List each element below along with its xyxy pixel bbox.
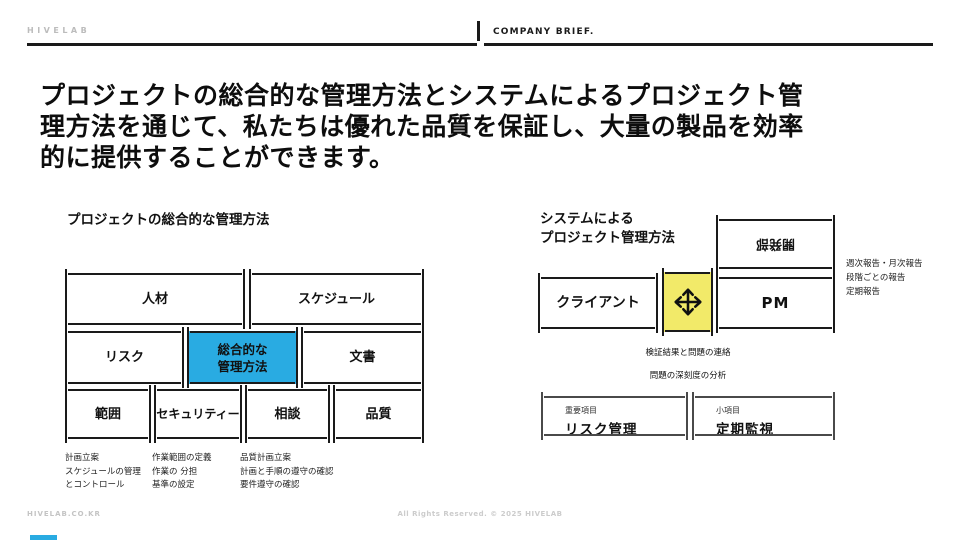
box-quality: 品質: [333, 385, 424, 443]
box-periodic-monitoring-label: 定期監視: [716, 422, 774, 438]
company-logo: HIVELAB: [27, 26, 91, 35]
box-client-label: クライアント: [556, 294, 640, 311]
box-schedule: スケジュール: [249, 269, 424, 329]
footer-domain: HIVELAB.CO.KR: [27, 510, 101, 518]
header-rule-right: [484, 43, 933, 46]
slide-heading: プロジェクトの総合的な管理方法とシステムによるプロジェクト管 理方法を通じて、私…: [40, 81, 804, 172]
box-document-label: 文書: [349, 350, 376, 365]
footer-accent-bar: [30, 535, 57, 540]
box-schedule-label: スケジュール: [297, 291, 376, 307]
box-dev-department: 開発部: [716, 215, 835, 273]
box-exchange: [662, 268, 713, 336]
note-quality-plan: 品質計画立案 計画と手順の遵守の確認 要件遵守の確認: [240, 453, 334, 490]
note-work-scope: 作業範囲の定義 作業の 分担 基準の設定: [152, 453, 212, 490]
box-risk-management-tag: 重要項目: [565, 406, 597, 415]
box-consult: 相談: [245, 385, 330, 443]
box-security: セキュリティー: [154, 385, 242, 443]
box-scope-label: 範囲: [94, 406, 121, 422]
box-periodic-monitoring: 小項目 定期監視: [692, 392, 835, 440]
box-central-management-label: 総合的な 管理方法: [217, 341, 268, 374]
header-brief-label: COMPANY BRIEF.: [493, 27, 595, 37]
right-diagram-title: システムによる プロジェクト管理方法: [540, 211, 675, 246]
box-pm: PM: [716, 273, 835, 333]
note-planning: 計画立案 スケジュールの管理 とコントロール: [65, 453, 141, 490]
box-pm-label: PM: [761, 293, 790, 312]
box-scope: 範囲: [65, 385, 151, 443]
box-consult-label: 相談: [274, 406, 301, 422]
box-personnel: 人材: [65, 269, 245, 329]
box-security-label: セキュリティー: [156, 406, 240, 421]
box-risk-management-label: リスク管理: [565, 422, 638, 438]
box-risk-management: 重要項目 リスク管理: [541, 392, 688, 440]
box-personnel-label: 人材: [141, 291, 168, 307]
four-direction-arrow-icon: [662, 272, 713, 332]
box-risk: リスク: [65, 327, 184, 388]
box-quality-label: 品質: [365, 406, 392, 422]
footer-copyright: All Rights Reserved. © 2025 HIVELAB: [397, 510, 563, 518]
box-client: クライアント: [538, 273, 658, 333]
box-dev-department-label: 開発部: [756, 236, 796, 252]
box-central-management: 総合的な 管理方法: [187, 327, 298, 388]
box-document: 文書: [301, 327, 424, 388]
left-diagram-title: プロジェクトの総合的な管理方法: [67, 212, 270, 228]
box-risk-label: リスク: [104, 350, 144, 365]
box-periodic-monitoring-tag: 小項目: [716, 406, 740, 415]
header-rule-left: [27, 43, 477, 46]
note-verification: 検証結果と問題の連絡: [645, 348, 731, 358]
note-reports: 週次報告・月次報告 段階ごとの報告 定期報告: [846, 259, 923, 297]
note-severity: 問題の深刻度の分析: [649, 371, 727, 381]
header-divider-bar: [477, 21, 480, 41]
